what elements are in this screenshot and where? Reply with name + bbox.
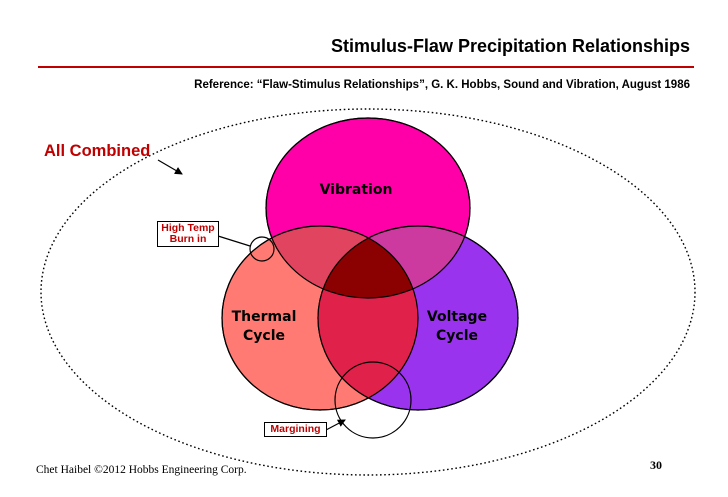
margining-arrow xyxy=(325,419,346,431)
high-temp-burn-in-circle xyxy=(249,236,275,262)
voltage-label-line2: Cycle xyxy=(436,328,478,344)
reference-citation: Reference: “Flaw-Stimulus Relationships”… xyxy=(194,79,690,91)
title-rule xyxy=(38,66,694,68)
all-combined-arrow xyxy=(157,159,183,175)
vibration-label: Vibration xyxy=(306,181,406,200)
margining-text: Margining xyxy=(270,423,321,435)
high-temp-burn-in-callout: High Temp Burn in xyxy=(157,221,219,247)
slide-title: Stimulus-Flaw Precipitation Relationship… xyxy=(330,36,690,56)
footer-credit: Chet Haibel ©2012 Hobbs Engineering Corp… xyxy=(36,464,247,476)
margining-callout: Margining xyxy=(264,422,327,437)
margining-circle xyxy=(334,361,412,439)
voltage-label-line1: Voltage xyxy=(426,309,488,325)
page-number: 30 xyxy=(650,458,662,472)
all-three-overlap xyxy=(318,226,418,298)
thermal-label-line2: Cycle xyxy=(243,328,285,344)
all-combined-label: All Combined xyxy=(44,142,151,160)
thermal-cycle-label: Thermal Cycle xyxy=(222,308,306,346)
high-temp-pointer xyxy=(217,235,251,247)
thermal-label-line1: Thermal xyxy=(231,309,297,325)
high-temp-line2: Burn in xyxy=(169,233,207,245)
high-temp-line1: High Temp xyxy=(161,222,215,234)
vibration-label-text: Vibration xyxy=(319,182,393,198)
all-combined-boundary xyxy=(40,108,696,476)
voltage-cycle-label: Voltage Cycle xyxy=(418,308,496,346)
